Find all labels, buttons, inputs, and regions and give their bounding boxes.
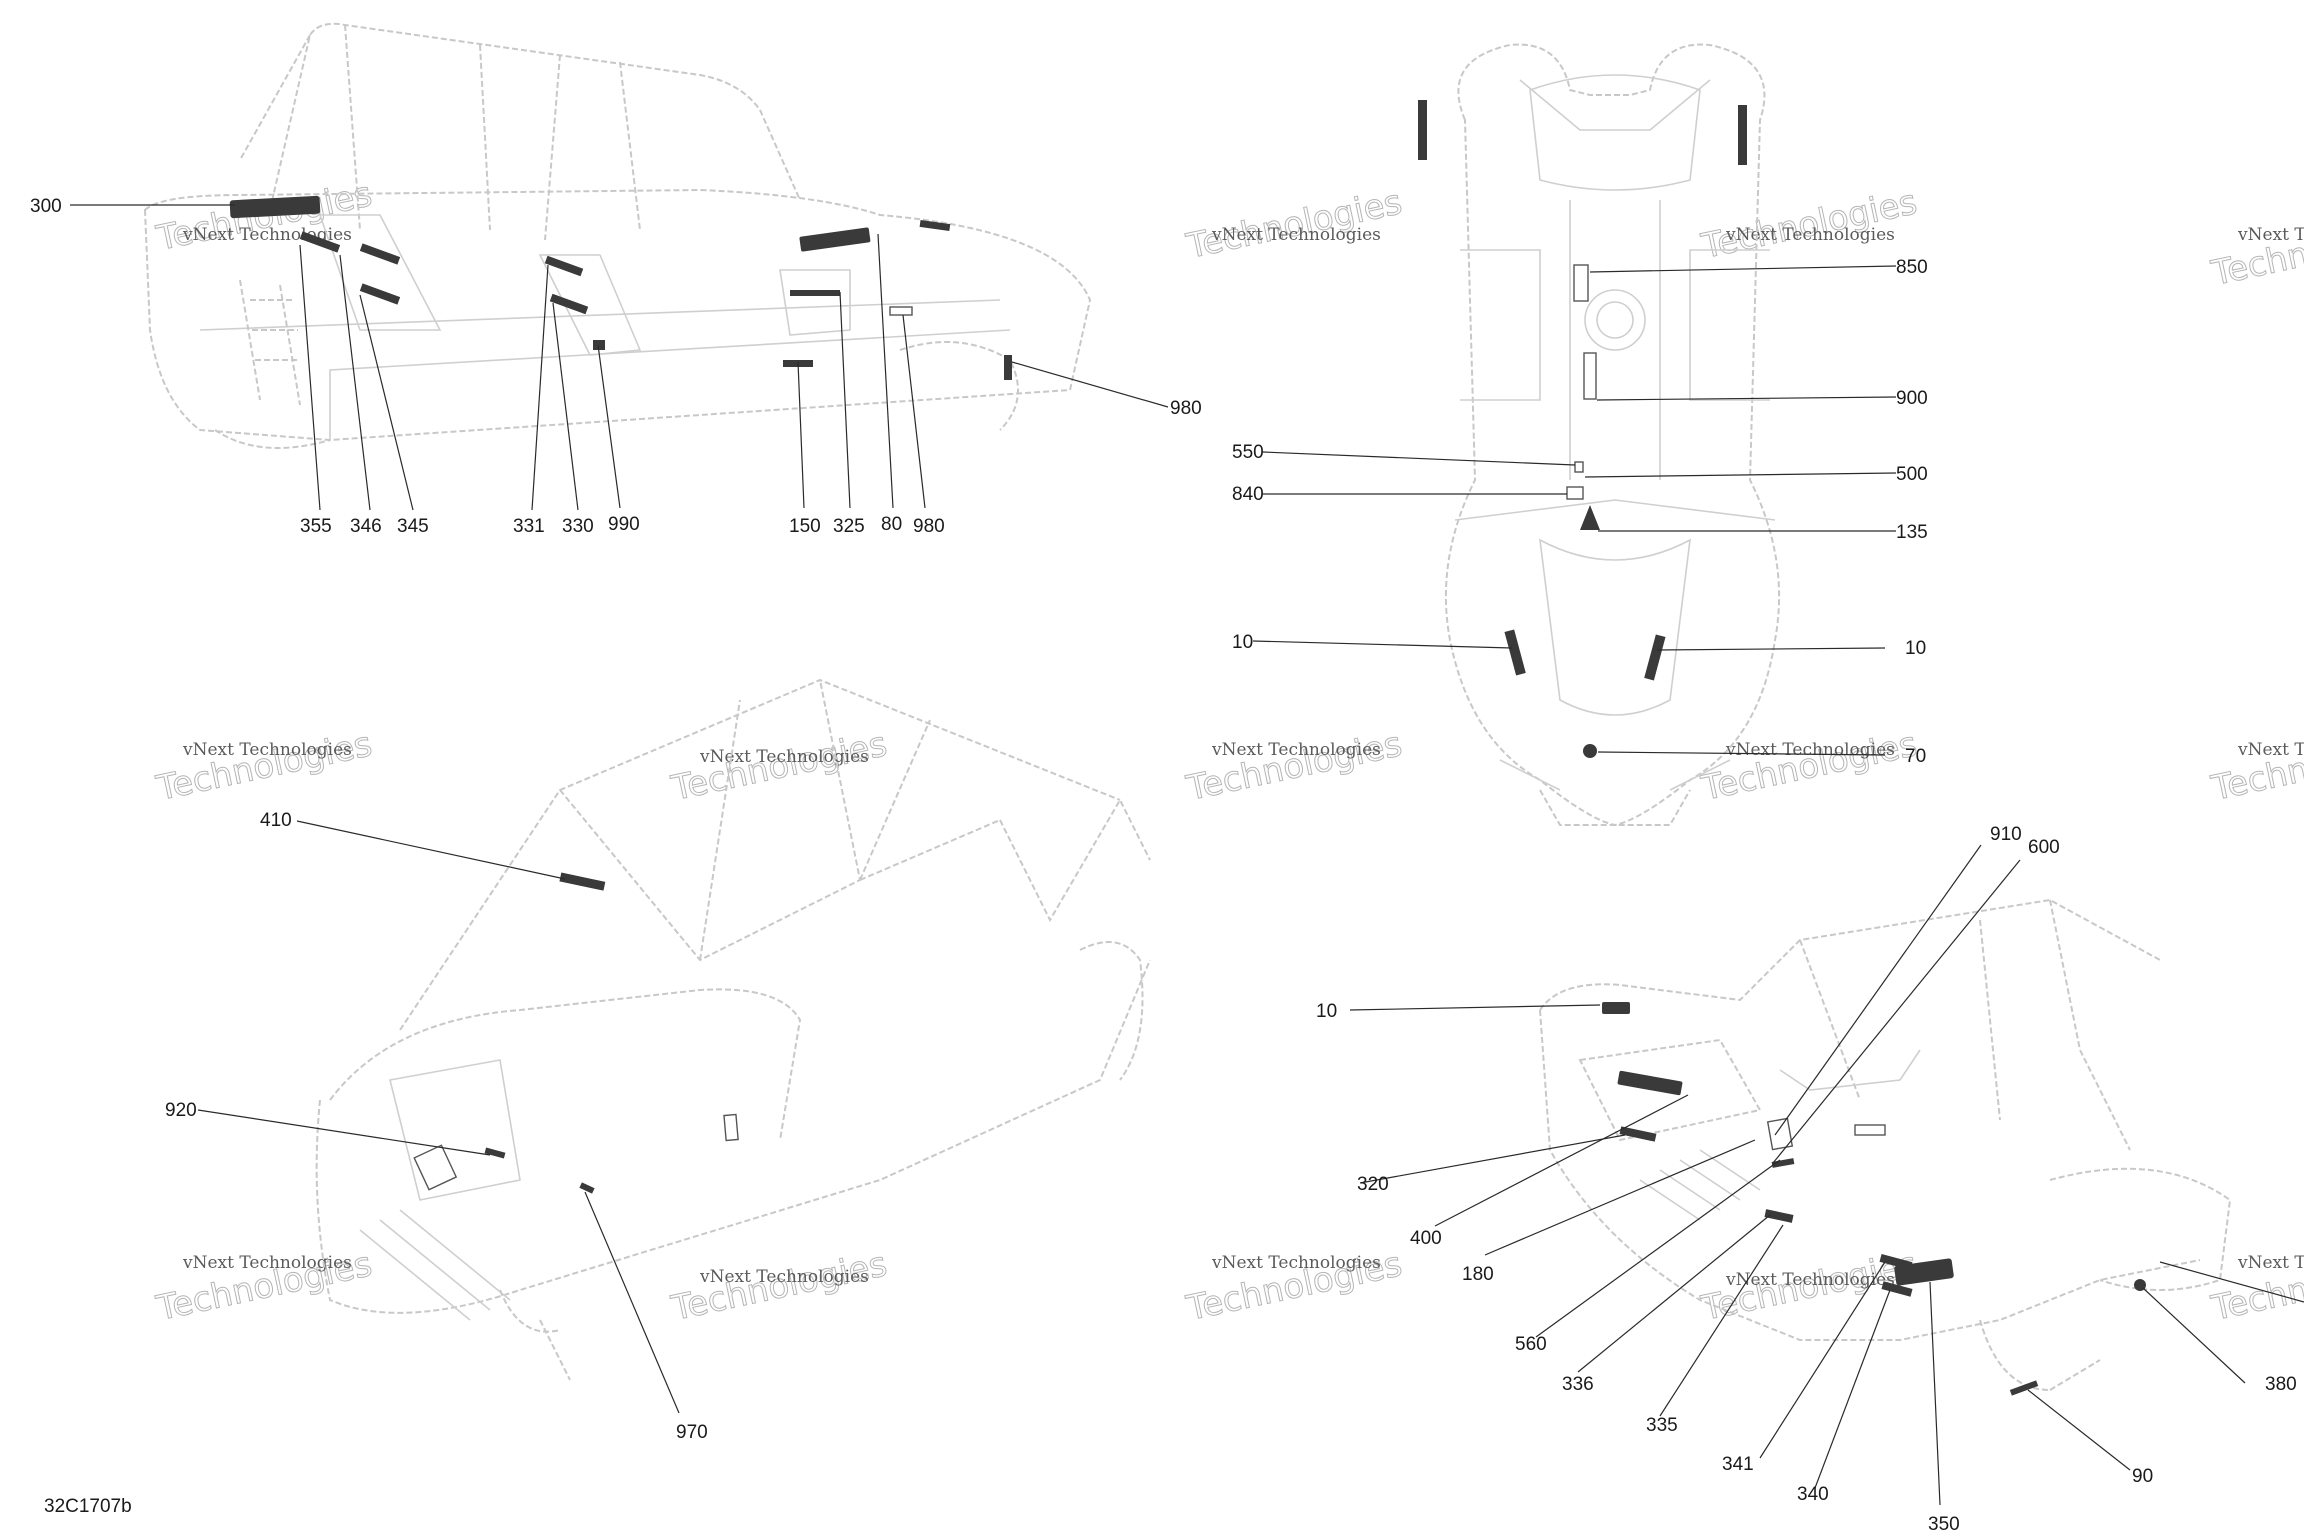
callout-135: 135 bbox=[1896, 522, 1928, 543]
callout-850: 850 bbox=[1896, 257, 1928, 278]
side-view-vehicle bbox=[143, 22, 1092, 449]
watermark-small: vNext Technologies bbox=[1211, 740, 1381, 760]
watermark-big: Technologies bbox=[153, 174, 376, 259]
callout-80: 80 bbox=[881, 514, 902, 535]
callout-920: 920 bbox=[165, 1100, 197, 1121]
callout-330: 330 bbox=[562, 516, 594, 537]
callout-150: 150 bbox=[789, 516, 821, 537]
callout-400: 400 bbox=[1410, 1228, 1442, 1249]
callout-70: 70 bbox=[1905, 746, 1926, 767]
watermark-small: vNext Technologies bbox=[1725, 225, 1895, 245]
callout-10: 10 bbox=[1316, 1001, 1337, 1022]
watermark-small: vNext Technologies bbox=[182, 740, 352, 760]
callout-980: 980 bbox=[1170, 398, 1202, 419]
watermark-small: vNext Technologies bbox=[2237, 1253, 2304, 1273]
leader-lines bbox=[70, 204, 2304, 1506]
callout-840: 840 bbox=[1232, 484, 1264, 505]
watermarks: Technologies vNext Technologies Technolo… bbox=[152, 174, 2304, 1330]
iso-rear-right-vehicle bbox=[1539, 898, 2232, 1396]
callout-346: 346 bbox=[350, 516, 382, 537]
callout-labels: 300 355 346 345 331 330 990 150 325 80 9… bbox=[30, 196, 2297, 1535]
watermark-big: Technologies bbox=[153, 724, 376, 809]
watermark-small: vNext Technologies bbox=[2237, 225, 2304, 245]
diagram-code: 32C1707b bbox=[44, 1496, 132, 1517]
callout-380: 380 bbox=[2265, 1374, 2297, 1395]
callout-325: 325 bbox=[833, 516, 865, 537]
watermark-big: Technologies bbox=[2208, 209, 2304, 294]
callout-980: 980 bbox=[913, 516, 945, 537]
callout-560: 560 bbox=[1515, 1334, 1547, 1355]
callout-900: 900 bbox=[1896, 388, 1928, 409]
watermark-big: Technologies bbox=[1698, 724, 1921, 809]
callout-500: 500 bbox=[1896, 464, 1928, 485]
callout-341: 341 bbox=[1722, 1454, 1754, 1475]
callout-300: 300 bbox=[30, 196, 62, 217]
callout-600: 600 bbox=[2028, 837, 2060, 858]
callout-10: 10 bbox=[1232, 632, 1253, 653]
watermark-small: vNext Technologies bbox=[1211, 1253, 1381, 1273]
watermark-big: Technologies bbox=[2208, 724, 2304, 809]
watermark-small: vNext Technologies bbox=[699, 1267, 869, 1287]
watermark-small: vNext Technologies bbox=[1725, 1270, 1895, 1290]
watermark-small: vNext Technologies bbox=[2237, 740, 2304, 760]
watermark-small: vNext Technologies bbox=[1211, 225, 1381, 245]
watermark-small: vNext Technologies bbox=[1725, 740, 1895, 760]
watermark-small: vNext Technologies bbox=[182, 1253, 352, 1273]
callout-970: 970 bbox=[676, 1422, 708, 1443]
iso-front-left-vehicle bbox=[315, 678, 1151, 1381]
callout-550: 550 bbox=[1232, 442, 1264, 463]
callout-320: 320 bbox=[1357, 1174, 1389, 1195]
top-view-vehicle bbox=[1418, 43, 1781, 827]
callout-345: 345 bbox=[397, 516, 429, 537]
callout-990: 990 bbox=[608, 514, 640, 535]
callout-910: 910 bbox=[1990, 824, 2022, 845]
watermark-big: Technologies bbox=[1183, 724, 1406, 809]
callout-331: 331 bbox=[513, 516, 545, 537]
watermark-small: vNext Technologies bbox=[699, 747, 869, 767]
callout-410: 410 bbox=[260, 810, 292, 831]
callout-180: 180 bbox=[1462, 1264, 1494, 1285]
callout-340: 340 bbox=[1797, 1484, 1829, 1505]
callout-355: 355 bbox=[300, 516, 332, 537]
callout-90: 90 bbox=[2132, 1466, 2153, 1487]
callout-10: 10 bbox=[1905, 638, 1926, 659]
callout-350: 350 bbox=[1928, 1514, 1960, 1535]
callout-335: 335 bbox=[1646, 1415, 1678, 1436]
callout-336: 336 bbox=[1562, 1374, 1594, 1395]
